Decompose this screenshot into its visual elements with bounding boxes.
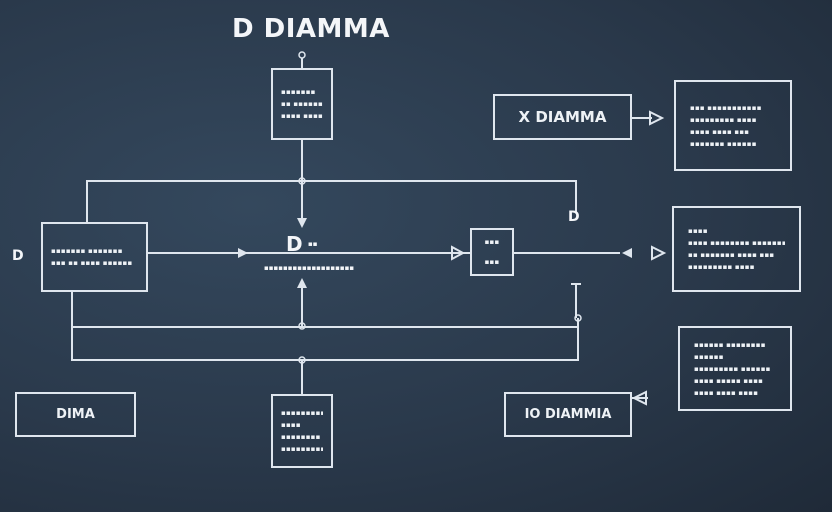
bottom-center-box[interactable]: ▪▪▪▪▪▪▪▪▪▪ ▪▪▪▪ ▪▪▪▪▪▪▪▪ ▪▪▪▪▪▪▪▪▪: [271, 394, 333, 468]
right-header-box[interactable]: X DIAMMA: [493, 94, 632, 140]
bottom-left-box[interactable]: DIMA: [15, 392, 136, 437]
junction-bus-outer: [298, 356, 306, 364]
diagram-title: D DIAMMA: [232, 14, 390, 44]
top-box-line: ▪▪▪▪ ▪▪▪▪▪: [281, 112, 323, 120]
top-box-line: ▪▪ ▪▪▪▪▪▪: [281, 100, 323, 108]
bottom-right-box[interactable]: IO DIAMMIA: [504, 392, 632, 437]
bottom-right-label: IO DIAMMIA: [524, 407, 612, 422]
right-box-1[interactable]: ▪▪▪ ▪▪▪▪▪▪▪▪▪▪▪ ▪▪▪▪▪▪▪▪▪ ▪▪▪▪ ▪▪▪▪ ▪▪▪▪…: [674, 80, 792, 171]
small-box-line: ▪▪▪: [484, 258, 500, 266]
arrow-to-right-box-2: [651, 245, 667, 261]
arrow-from-right-box-3: [631, 390, 647, 406]
bottom-left-label: DIMA: [56, 407, 95, 422]
connector-inner-bus: [71, 292, 579, 328]
arrow-to-small-box: [451, 245, 466, 261]
arrow-main-left: [238, 248, 248, 258]
arrow-right-left: [622, 248, 632, 258]
right-box-3-line: ▪▪▪▪▪▪▪▪▪ ▪▪▪▪▪▪: [694, 364, 771, 373]
right-d-label: D: [568, 209, 580, 225]
center-caption: ▪▪▪▪▪▪▪▪▪▪▪▪▪▪▪▪▪▪▪: [264, 264, 355, 272]
small-box-line: ▪▪▪: [484, 238, 500, 246]
right-box-1-line: ▪▪▪▪ ▪▪▪▪ ▪▪▪: [690, 127, 750, 136]
bottom-center-line: ▪▪▪▪: [281, 421, 301, 429]
connector-top-bus: [86, 180, 577, 222]
right-box-1-line: ▪▪▪ ▪▪▪▪▪▪▪▪▪▪▪: [690, 103, 762, 112]
junction-top: [298, 51, 306, 59]
right-box-3-line: ▪▪▪▪▪▪: [694, 352, 724, 361]
right-box-1-line: ▪▪▪▪▪▪▪ ▪▪▪▪▪▪: [690, 139, 757, 148]
right-box-3-line: ▪▪▪▪▪▪ ▪▪▪▪▪▪▪▪: [694, 340, 766, 349]
right-box-2-line: ▪▪ ▪▪▪▪▪▪▪ ▪▪▪▪ ▪▪▪: [688, 251, 775, 259]
left-side-label: D: [12, 248, 24, 264]
top-box[interactable]: ▪▪▪▪▪▪▪ ▪▪ ▪▪▪▪▪▪ ▪▪▪▪ ▪▪▪▪▪: [271, 68, 333, 140]
right-box-3-line: ▪▪▪▪ ▪▪▪▪▪ ▪▪▪▪: [694, 376, 764, 385]
left-box-line: ▪▪▪▪▪▪▪ ▪▪▪▪▪▪▪: [51, 247, 123, 255]
right-box-2[interactable]: ▪▪▪▪ ▪▪▪▪ ▪▪▪▪▪▪▪▪ ▪▪▪▪▪▪▪▪ ▪▪ ▪▪▪▪▪▪▪ ▪…: [672, 206, 801, 292]
junction-right: [574, 314, 582, 322]
right-box-2-line: ▪▪▪▪ ▪▪▪▪▪▪▪▪ ▪▪▪▪▪▪▪▪: [688, 239, 785, 247]
bottom-center-line: ▪▪▪▪▪▪▪▪▪▪: [281, 409, 323, 417]
arrow-to-right-box-1: [649, 110, 665, 126]
bottom-center-line: ▪▪▪▪▪▪▪▪: [281, 433, 321, 441]
arrow-down-center: [297, 218, 307, 228]
center-label: D: [286, 232, 303, 256]
right-box-1-line: ▪▪▪▪▪▪▪▪▪ ▪▪▪▪: [690, 115, 757, 124]
center-small-label: ▪▪: [308, 240, 318, 248]
left-box-line: ▪▪▪ ▪▪ ▪▪▪▪ ▪▪▪▪▪▪: [51, 259, 133, 267]
right-box-2-line: ▪▪▪▪▪▪▪▪▪ ▪▪▪▪: [688, 263, 755, 271]
connector-outer-bus: [71, 327, 579, 361]
junction-bus-inner: [298, 322, 306, 330]
right-box-3-line: ▪▪▪▪ ▪▪▪▪ ▪▪▪▪: [694, 388, 759, 397]
arrow-up-center: [297, 278, 307, 288]
right-box-2-line: ▪▪▪▪: [688, 227, 708, 235]
left-box[interactable]: ▪▪▪▪▪▪▪ ▪▪▪▪▪▪▪ ▪▪▪ ▪▪ ▪▪▪▪ ▪▪▪▪▪▪: [41, 222, 148, 292]
top-box-line: ▪▪▪▪▪▪▪: [281, 88, 316, 96]
bottom-center-line: ▪▪▪▪▪▪▪▪▪: [281, 445, 323, 453]
junction-bus-top: [298, 177, 306, 185]
right-header-label: X DIAMMA: [518, 108, 607, 126]
right-box-3[interactable]: ▪▪▪▪▪▪ ▪▪▪▪▪▪▪▪ ▪▪▪▪▪▪ ▪▪▪▪▪▪▪▪▪ ▪▪▪▪▪▪ …: [678, 326, 792, 411]
small-box[interactable]: ▪▪▪ ▪▪▪: [470, 228, 514, 276]
